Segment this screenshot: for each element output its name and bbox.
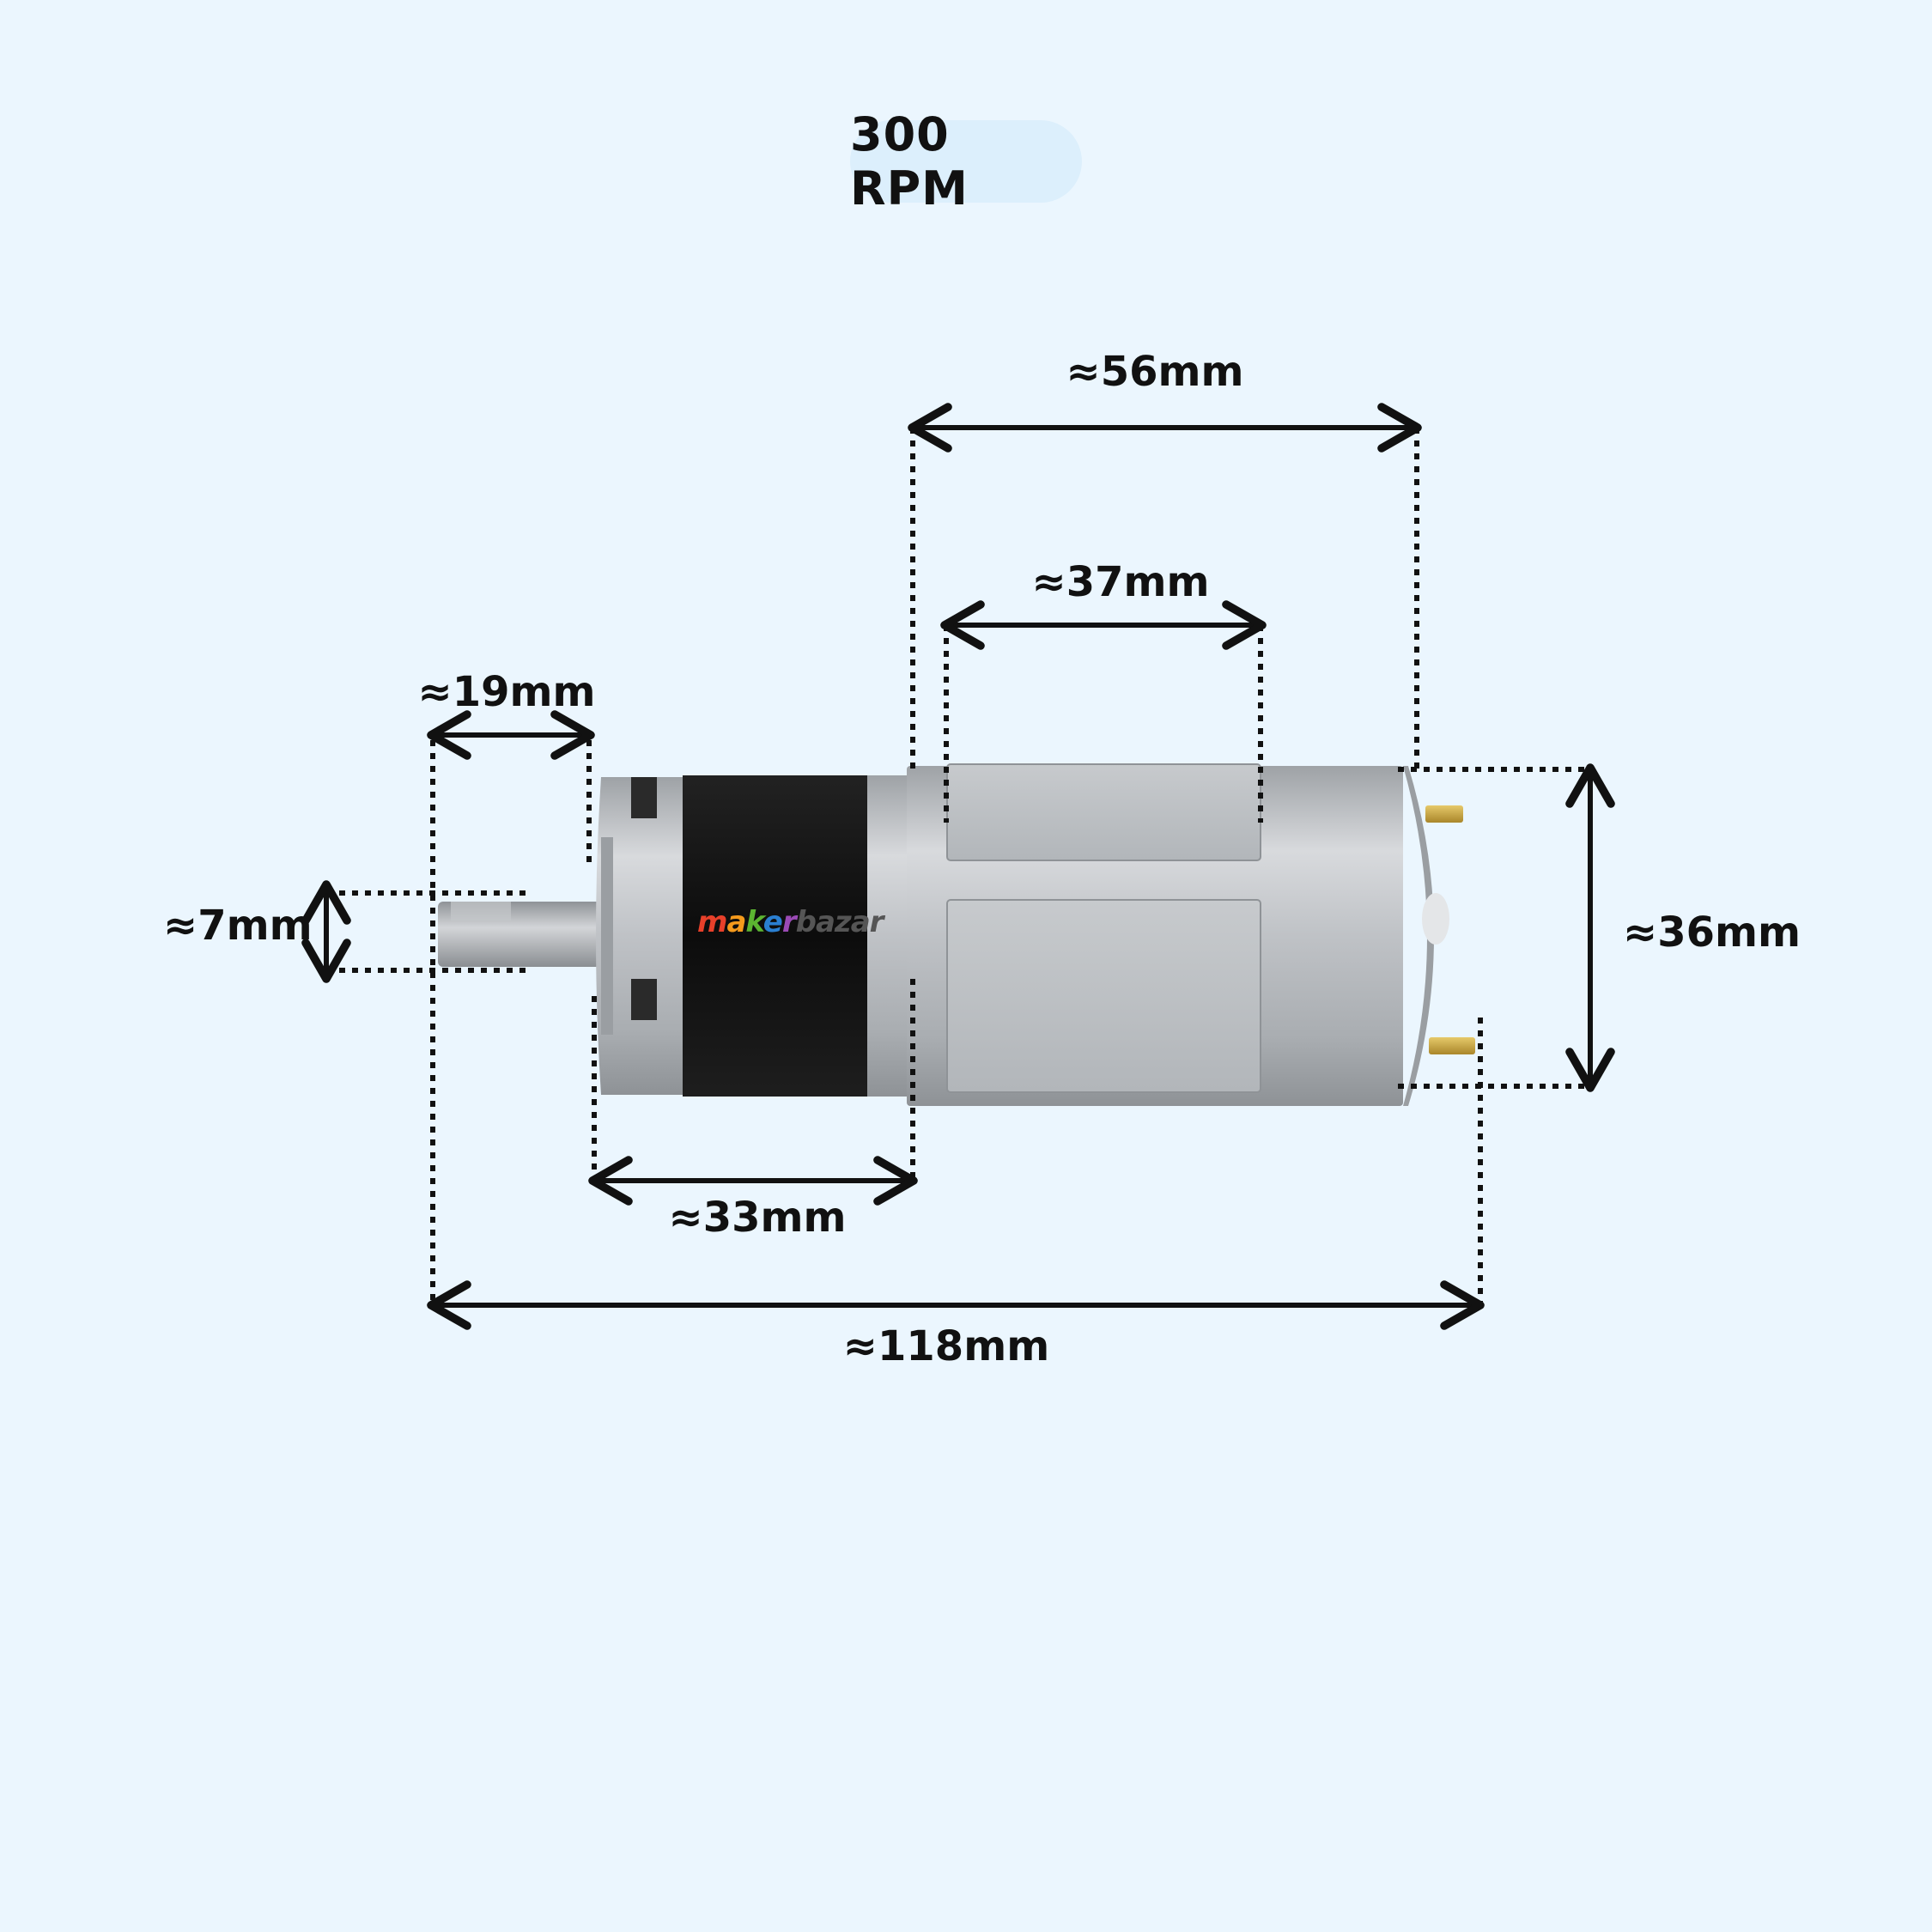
dim-label-gearbox-length: ≈33mm	[668, 1194, 847, 1242]
dim-label-body-diameter: ≈36mm	[1623, 908, 1801, 957]
rpm-label: 300 RPM	[850, 107, 969, 216]
dim-label-overall-length: ≈118mm	[842, 1322, 1050, 1370]
dim-label-motor-length: ≈56mm	[1066, 348, 1244, 396]
gearbox-front-ring	[596, 777, 683, 1095]
motor-label-bottom	[946, 899, 1261, 1093]
motor-end-cap	[1403, 766, 1434, 1106]
dim-label-shaft-diameter: ≈7mm	[163, 902, 313, 950]
gearbox-rear-ring	[867, 775, 907, 1097]
terminal-top	[1425, 805, 1463, 823]
makerbazar-logo: makerbazar	[697, 905, 884, 939]
dimension-arrows	[301, 403, 1615, 1330]
motor-label-top	[946, 763, 1261, 861]
dimension-guides	[326, 428, 1589, 1305]
motor-body	[438, 763, 1475, 1106]
rpm-badge: 300 RPM	[850, 107, 1082, 216]
gearbox-housing	[683, 775, 867, 1097]
dim-label-label-length: ≈37mm	[1031, 558, 1210, 606]
terminal-bottom	[1429, 1037, 1475, 1054]
dim-label-shaft-length: ≈19mm	[417, 668, 596, 716]
